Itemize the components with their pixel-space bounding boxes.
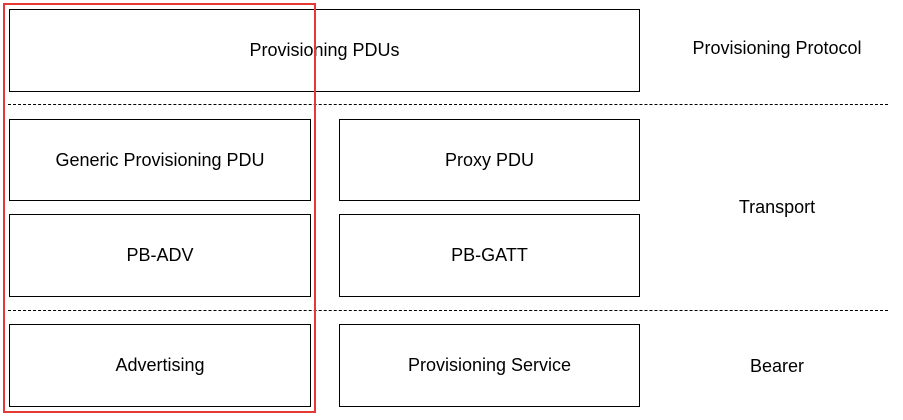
generic-provisioning-pdu-box: Generic Provisioning PDU [9, 119, 311, 201]
generic-provisioning-pdu-label: Generic Provisioning PDU [55, 149, 265, 170]
layer-label-bearer: Bearer [749, 356, 805, 376]
layer-label-transport: Transport [738, 197, 816, 217]
layer-divider-transport-bearer [8, 310, 888, 311]
pb-adv-box: PB-ADV [9, 214, 311, 297]
advertising-label: Advertising [115, 355, 205, 375]
provisioning-service-label: Provisioning Service [407, 355, 572, 375]
provisioning-pdus-box: Provisioning PDUs [9, 9, 640, 92]
advertising-box: Advertising [9, 324, 311, 407]
proxy-pdu-box: Proxy PDU [339, 119, 640, 201]
layer-label-provisioning-protocol: Provisioning Protocol [692, 38, 862, 58]
proxy-pdu-label: Proxy PDU [444, 149, 534, 170]
layer-divider-protocol-transport [8, 104, 888, 105]
provisioning-service-box: Provisioning Service [339, 324, 640, 407]
pb-gatt-label: PB-GATT [451, 245, 528, 265]
pb-gatt-box: PB-GATT [339, 214, 640, 297]
pb-adv-label: PB-ADV [126, 245, 194, 265]
provisioning-pdus-label: Provisioning PDUs [249, 40, 400, 60]
